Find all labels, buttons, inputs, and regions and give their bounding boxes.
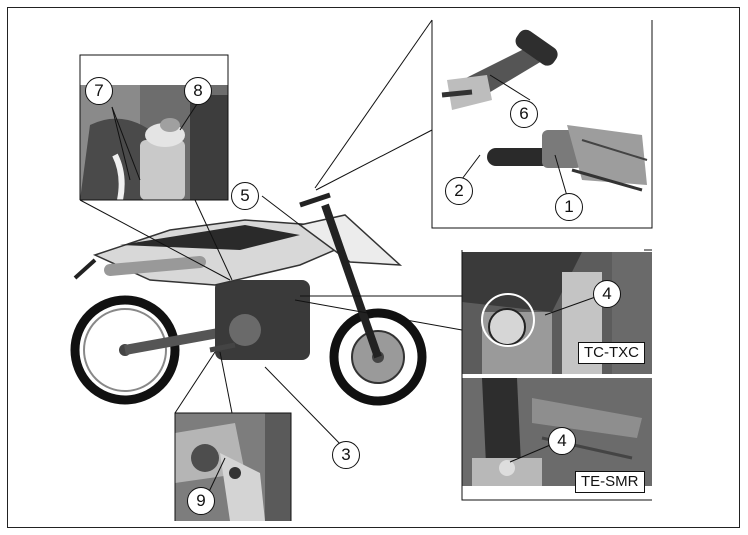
inset-top-right xyxy=(432,20,652,210)
callout-8: 8 xyxy=(184,77,212,105)
front-forks xyxy=(321,203,382,359)
rear-tail xyxy=(73,258,97,280)
exhaust xyxy=(104,256,206,276)
callout-1: 1 xyxy=(555,193,583,221)
label-te-smr: TE-SMR xyxy=(575,471,645,493)
inset-te-smr-photo xyxy=(462,378,652,486)
label-tc-txc: TC-TXC xyxy=(578,342,645,364)
highlight-circle xyxy=(481,293,535,347)
callout-5: 5 xyxy=(231,182,259,210)
callout-4-tc-txc: 4 xyxy=(593,280,621,308)
handlebar xyxy=(299,192,331,208)
callout-3: 3 xyxy=(332,441,360,469)
callout-7: 7 xyxy=(85,77,113,105)
inset-top-right-photo xyxy=(441,29,648,192)
callout-6: 6 xyxy=(510,100,538,128)
leader-lines xyxy=(79,19,652,499)
callout-9: 9 xyxy=(187,487,215,515)
callout-2: 2 xyxy=(445,177,473,205)
body-panels xyxy=(92,219,337,286)
inset-bottom-photo xyxy=(175,413,291,521)
inset-top-left-photo xyxy=(80,85,228,200)
inset-bottom xyxy=(175,413,291,521)
callout-4-te-smr: 4 xyxy=(548,427,576,455)
inset-borders xyxy=(79,20,653,521)
seat xyxy=(120,225,300,250)
